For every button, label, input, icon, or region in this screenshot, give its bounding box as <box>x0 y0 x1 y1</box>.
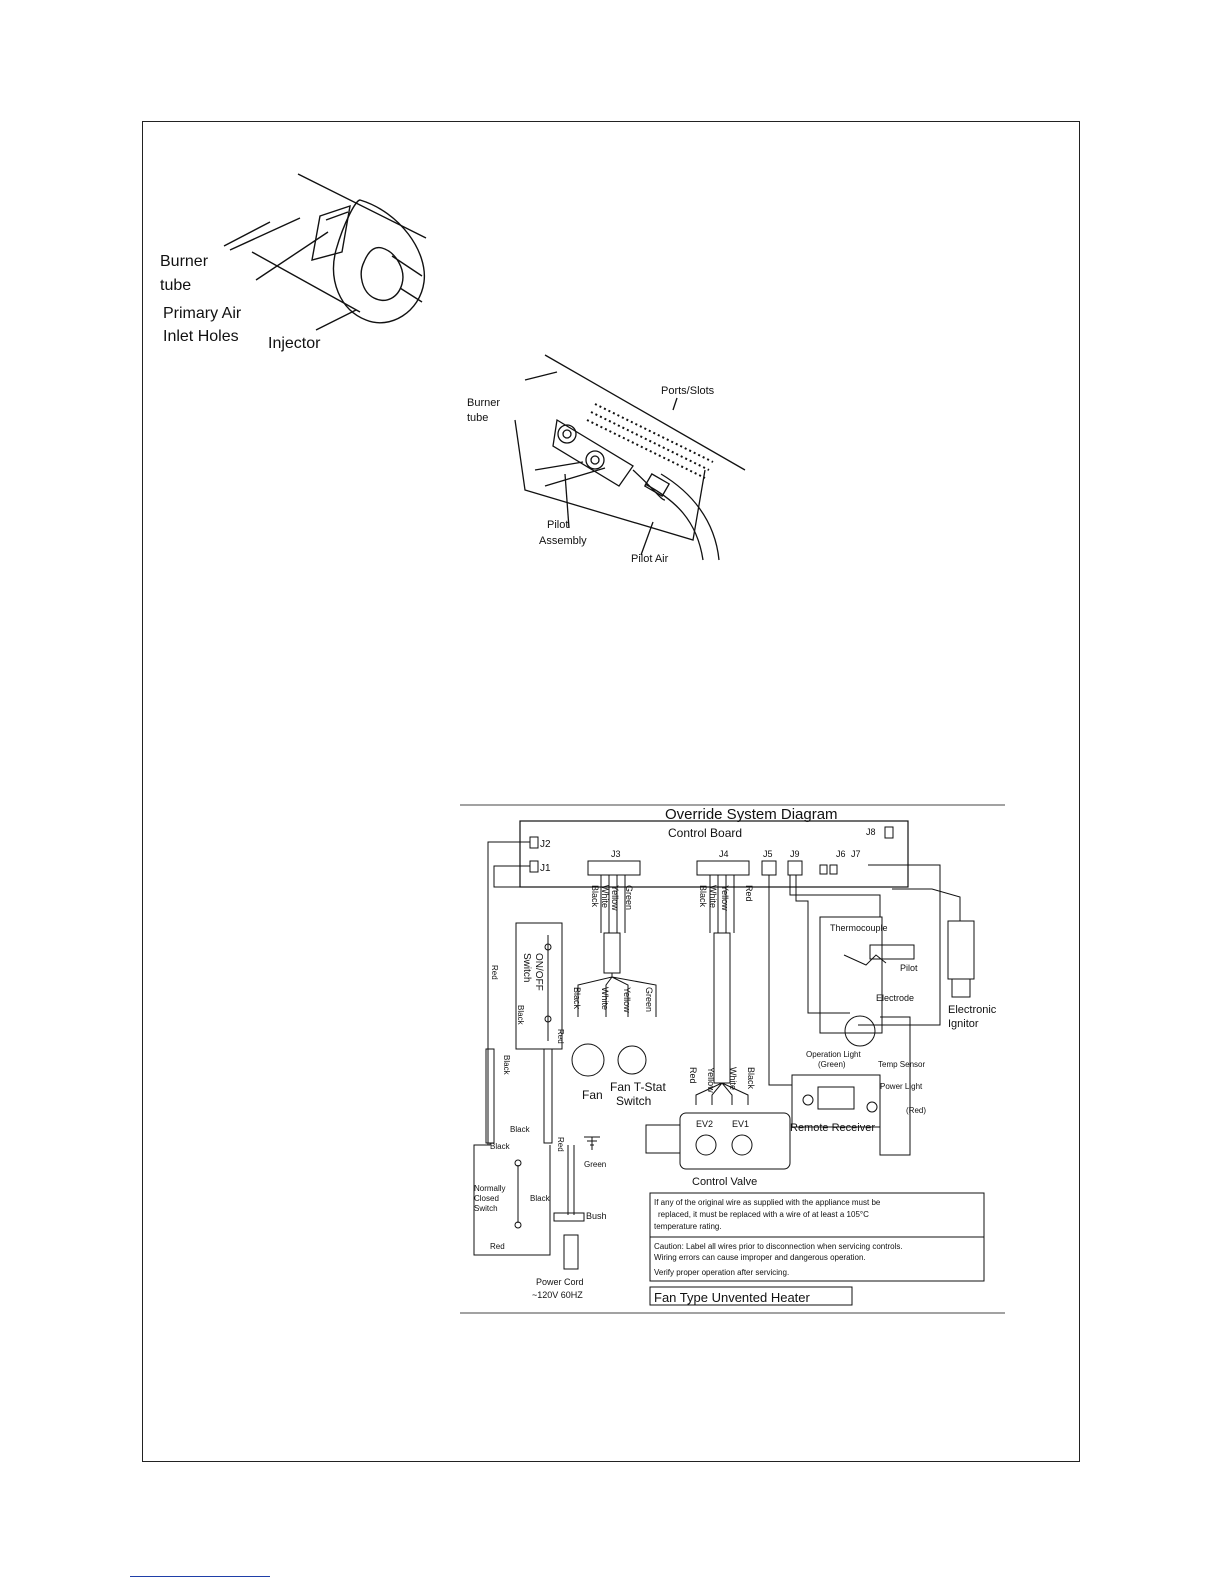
connector-j5: J5 <box>763 849 773 859</box>
footer-link-underline <box>130 1576 270 1577</box>
thermocouple-label: Thermocouple <box>830 923 888 933</box>
normally-closed-label-3: Switch <box>474 1204 498 1213</box>
diagram-title: Override System Diagram <box>665 806 838 823</box>
connector-j3: J3 <box>611 849 621 859</box>
footer-label: Fan Type Unvented Heater <box>654 1290 811 1305</box>
pilot-label: Pilot <box>900 963 918 973</box>
connector-j7: J7 <box>851 849 861 859</box>
primary-air-label: Primary Air <box>163 305 242 322</box>
operation-light-label: Operation Light <box>806 1050 861 1059</box>
connector-j2: J2 <box>540 839 551 850</box>
caution-note-box <box>649 1236 985 1282</box>
electronic-ignitor-label: Electronic <box>948 1004 997 1016</box>
wire-note-line-2: replaced, it must be replaced with a wir… <box>658 1210 869 1219</box>
j4-wire-white: White <box>708 885 718 908</box>
override-system-diagram: Override System Diagram Control Board J2… <box>460 804 1005 1314</box>
valve-wire-black: Black <box>746 1067 756 1090</box>
bush-label: Bush <box>586 1211 607 1221</box>
connector-j1: J1 <box>540 863 551 874</box>
electrode-label: Electrode <box>876 993 914 1003</box>
on-off-switch-label-2: Switch <box>521 953 532 982</box>
connector-j4: J4 <box>719 849 729 859</box>
caution-line-3: Verify proper operation after servicing. <box>654 1268 789 1277</box>
wire-black-switch: Black <box>516 1005 525 1026</box>
ports-slots-label: Ports/Slots <box>661 385 715 397</box>
wire-green-ground: Green <box>584 1160 606 1169</box>
j3-wire-white: White <box>600 885 610 908</box>
wire-black-vertical: Black <box>502 1055 511 1076</box>
wire-black-horizontal: Black <box>510 1125 531 1134</box>
temp-sensor-label: Temp Sensor <box>878 1060 925 1069</box>
burner-tube-label-2: tube <box>160 277 191 294</box>
primary-air-label-2: Inlet Holes <box>163 328 239 345</box>
remote-receiver-label: Remote Receiver <box>790 1122 875 1134</box>
fan-wire-white: White <box>600 987 610 1010</box>
ev2-label: EV2 <box>696 1119 713 1129</box>
control-valve-label: Control Valve <box>692 1176 757 1188</box>
j3-wire-green: Green <box>624 885 634 910</box>
pilot-assembly-label-2: Assembly <box>539 535 587 547</box>
pilot-assembly-label: Pilot <box>547 519 568 531</box>
valve-wire-white: White <box>728 1067 738 1090</box>
on-off-switch-label: ON/OFF <box>533 953 544 991</box>
wire-black-nc: Black <box>490 1142 511 1151</box>
j3-wire-yellow: Yellow <box>610 885 620 911</box>
caution-line-1: Caution: Label all wires prior to discon… <box>654 1242 903 1251</box>
fan-wire-black: Black <box>572 987 582 1010</box>
burner-injector-figure: Burner tube Primary Air Inlet Holes Inje… <box>160 173 427 352</box>
power-cord-label: Power Cord <box>536 1277 584 1287</box>
pilot-burner-tube-label-2: tube <box>467 412 488 424</box>
pilot-assembly-figure: Burner tube Ports/Slots Pilot Assembly P… <box>467 354 746 565</box>
wire-note-line-1: If any of the original wire as supplied … <box>654 1198 881 1207</box>
connector-j9: J9 <box>790 849 800 859</box>
fan-wire-green: Green <box>644 987 654 1012</box>
valve-wire-yellow: Yellow <box>706 1067 716 1093</box>
injector-label: Injector <box>268 335 321 352</box>
footer-label-box <box>649 1286 853 1306</box>
electronic-ignitor-label-2: Ignitor <box>948 1018 979 1030</box>
power-cord-rating-label: ~120V 60HZ <box>532 1290 583 1300</box>
fan-tstat-label: Fan T-Stat <box>610 1080 666 1094</box>
j3-wire-black: Black <box>590 885 600 908</box>
j4-wire-yellow: Yellow <box>720 885 730 911</box>
valve-wire-red: Red <box>688 1067 698 1084</box>
control-board-label: Control Board <box>668 826 742 840</box>
fan-tstat-label-2: Switch <box>616 1094 651 1108</box>
caution-line-2: Wiring errors can cause improper and dan… <box>654 1253 866 1262</box>
wire-red-nc-bottom: Red <box>490 1242 505 1251</box>
page-border <box>142 121 1080 1462</box>
ev1-label: EV1 <box>732 1119 749 1129</box>
connector-j8: J8 <box>866 827 876 837</box>
wire-red-nc-top: Red <box>556 1137 565 1152</box>
normally-closed-label-2: Closed <box>474 1194 499 1203</box>
wire-black-nc-right: Black <box>530 1194 551 1203</box>
j4-wire-black: Black <box>698 885 708 908</box>
fan-label: Fan <box>582 1088 603 1102</box>
normally-closed-label: Normally <box>474 1184 506 1193</box>
pilot-burner-tube-label: Burner <box>467 397 500 409</box>
j4-wire-red: Red <box>744 885 754 902</box>
connector-j6: J6 <box>836 849 846 859</box>
burner-tube-label: Burner <box>160 253 209 270</box>
fan-wire-yellow: Yellow <box>622 987 632 1013</box>
wire-red-switch: Red <box>556 1029 565 1044</box>
power-light-label: Power Light <box>880 1082 923 1091</box>
wire-note-line-3: temperature rating. <box>654 1222 722 1231</box>
pilot-air-label: Pilot Air <box>631 553 669 565</box>
operation-light-label-2: (Green) <box>818 1060 846 1069</box>
wire-red-left: Red <box>490 965 499 980</box>
power-light-color-label: (Red) <box>906 1106 926 1115</box>
